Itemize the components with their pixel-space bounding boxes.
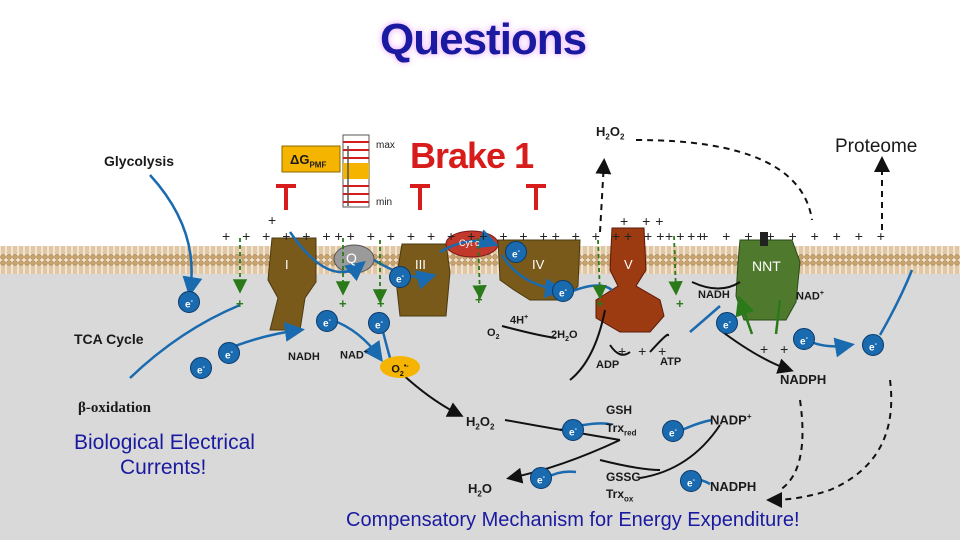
reaction-arrows [399, 281, 794, 484]
proton-plus-green: + [377, 296, 385, 311]
nadh-right-label: NADH [698, 289, 730, 301]
gssg-label: GSSG [606, 470, 641, 484]
nadph-mid-label: NADPH [780, 372, 827, 387]
proton-plus-green: + [475, 292, 483, 307]
complex-v-label: V [624, 257, 633, 272]
h2o-label: H2O [468, 481, 492, 499]
h2o2-mid-label: H2O2 [466, 414, 495, 432]
electron-badge: e- [680, 470, 702, 492]
tca-cycle-label: TCA Cycle [74, 331, 144, 347]
brake-inhibitors [276, 184, 546, 210]
electron-badge: e- [368, 312, 390, 334]
electron-badge: e- [530, 467, 552, 489]
dashed-arrows [595, 139, 893, 508]
atp-label: ATP [660, 356, 682, 368]
gsh-label: GSH [606, 403, 633, 417]
gauge-min-label: min [376, 197, 393, 208]
proton-plus-row: + + + + + +++ + + + + + ++ + + ++ + + ++… [222, 228, 709, 244]
proton-arrows [232, 235, 683, 304]
nnt-cap [760, 232, 768, 246]
superoxide-label: O2•- [380, 356, 420, 378]
adp-label: ADP [596, 359, 620, 371]
proton-plus-row: + + [760, 341, 793, 357]
nnt-arrows [735, 295, 782, 335]
compensatory-caption: Compensatory Mechanism for Energy Expend… [346, 509, 800, 531]
trx-ox-label: Trxox [606, 487, 634, 504]
trx-red-label: Trxred [606, 421, 637, 438]
electron-badge: e- [552, 280, 574, 302]
proton-plus-green: + [339, 296, 347, 311]
proton-plus-row: + + + [618, 343, 671, 359]
nad-left-label: NAD+ [340, 349, 368, 362]
electron-badge: e- [793, 328, 815, 350]
nadh-left-label: NADH [288, 351, 320, 363]
electron-badge: e- [662, 420, 684, 442]
electron-badge: e- [218, 342, 240, 364]
electron-badge: e- [505, 241, 527, 263]
o2-label: O2 [487, 327, 500, 342]
delta-g-label: ΔGPMF [290, 152, 327, 170]
nnt-label: NNT [752, 258, 781, 274]
nadp-plus-label: NADP+ [710, 412, 752, 428]
bio-currents-label-line2: Currents! [120, 456, 207, 479]
proton-plus-row: + ++ + + + + + + + + [665, 228, 890, 244]
glycolysis-label: Glycolysis [104, 153, 175, 169]
proteome-label: Proteome [835, 136, 918, 157]
nadph-bottom-label: NADPH [710, 479, 757, 494]
brake-label: Brake 1 [410, 135, 534, 176]
proton-plus-green: + [236, 296, 244, 311]
proton-plus-green: + [596, 296, 604, 311]
bio-currents-label-line1: Biological Electrical [74, 431, 255, 454]
complex-iv-label: IV [532, 257, 545, 272]
2h2o-label: 2H2O [551, 329, 578, 344]
h2o2-top-label: H2O2 [596, 124, 625, 142]
proton-plus-row: + ++ [620, 213, 669, 229]
proton-plus-green: + [676, 296, 684, 311]
4h-label: 4H+ [510, 314, 529, 327]
complex-i-label: I [285, 257, 289, 272]
q-label: Q [346, 250, 357, 266]
electron-badge: e- [716, 312, 738, 334]
page-title: Questions [380, 15, 587, 64]
complex-v-stalk [622, 290, 632, 320]
proton-plus-row: + [268, 212, 277, 228]
electron-badge: e- [862, 334, 884, 356]
gauge-max-label: max [376, 140, 395, 151]
beta-oxidation-label: β-oxidation [78, 400, 151, 416]
electron-badge: e- [389, 266, 411, 288]
electron-badge: e- [178, 291, 200, 313]
electron-badge: e- [190, 357, 212, 379]
cytc-label: Cyt c [459, 238, 480, 248]
nnt [735, 239, 801, 321]
electron-badge: e- [562, 419, 584, 441]
complex-v [595, 227, 665, 333]
nad-right-label: NAD+ [796, 290, 824, 303]
electron-badge: e- [316, 310, 338, 332]
complex-iii-label: III [415, 257, 426, 272]
delta-g-box [281, 145, 341, 173]
